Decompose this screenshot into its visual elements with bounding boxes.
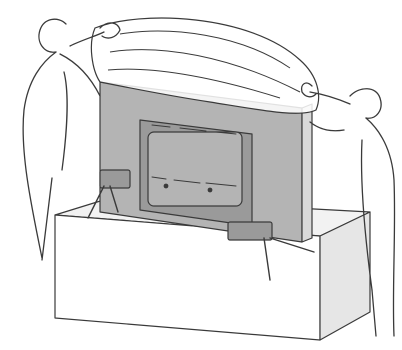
wall-mount-hole [164, 184, 169, 189]
tv-housing-recess [148, 132, 242, 206]
wall-mount-hole [208, 188, 213, 193]
tv-bezel-right [302, 104, 312, 242]
